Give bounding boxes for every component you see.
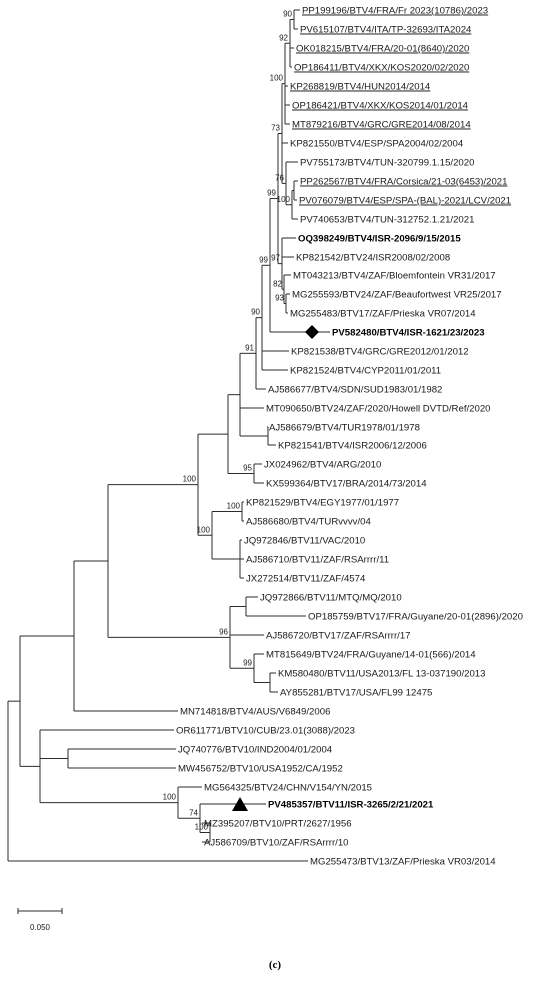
leaf-label: JQ740776/BTV10/IND2004/01/2004 — [178, 745, 333, 756]
bootstrap-value: 99 — [259, 255, 268, 264]
bootstrap-value: 91 — [245, 343, 254, 352]
leaf-label: KP821542/BTV24/ISR2008/02/2008 — [296, 253, 450, 264]
bootstrap-value: 90 — [251, 308, 260, 317]
bootstrap-value: 100 — [163, 793, 177, 802]
leaf-label: PV615107/BTV4/ITA/TP-32693/ITA2024 — [300, 25, 472, 36]
bootstrap-value: 90 — [283, 10, 292, 19]
leaf-label: PP199196/BTV4/FRA/Fr 2023(10786)/2023 — [302, 6, 488, 17]
leaf-label: MN714818/BTV4/AUS/V6849/2006 — [180, 707, 330, 718]
leaf-label: MT090650/BTV24/ZAF/2020/Howell DVTD/Ref/… — [266, 404, 491, 415]
leaf-label: AY855281/BTV17/USA/FL99 12475 — [280, 688, 432, 699]
leaf-label: JQ972866/BTV11/MTQ/MQ/2010 — [260, 593, 402, 604]
bootstrap-value: 76 — [275, 173, 284, 182]
leaf-label: AJ586680/BTV4/TURvvvv/04 — [246, 517, 371, 528]
leaf-label: PV076079/BTV4/ESP/SPA-(BAL)-2021/LCV/202… — [299, 196, 511, 207]
leaf-label: AJ586720/BTV17/ZAF/RSArrrr/17 — [266, 631, 411, 642]
bootstrap-value: 73 — [271, 124, 280, 133]
bootstrap-value: 99 — [243, 658, 252, 667]
scale-bar: 0.050 — [17, 908, 63, 932]
leaf-label: KP821529/BTV4/EGY1977/01/1977 — [246, 498, 399, 509]
bootstrap-value: 100 — [183, 475, 197, 484]
panel-label: (c) — [269, 959, 282, 971]
leaf-label: JX024962/BTV4/ARG/2010 — [264, 460, 381, 471]
bootstrap-value: 100 — [277, 195, 291, 204]
leaf-label: MZ395207/BTV10/PRT/2627/1956 — [204, 819, 352, 830]
bootstrap-value: 95 — [243, 464, 252, 473]
leaf-label: OP185759/BTV17/FRA/Guyane/20-01(2896)/20… — [308, 612, 523, 623]
leaf-labels: PP199196/BTV4/FRA/Fr 2023(10786)/2023PV6… — [176, 6, 523, 868]
bootstrap-value: 93 — [275, 294, 284, 303]
leaf-label: KP821541/BTV4/ISR2006/12/2006 — [278, 441, 427, 452]
leaf-label: MG255483/BTV17/ZAF/Prieska VR07/2014 — [290, 309, 476, 320]
bootstrap-value: 100 — [197, 525, 211, 534]
tree-branches — [7, 9, 330, 862]
leaf-label: JX272514/BTV11/ZAF/4574 — [246, 574, 366, 585]
leaf-label: OR611771/BTV10/CUB/23.01(3088)/2023 — [176, 726, 355, 737]
leaf-label: PV485357/BTV11/ISR-3265/2/21/2021 — [268, 800, 434, 811]
leaf-label: KP268819/BTV4/HUN2014/2014 — [290, 82, 431, 93]
leaf-label: PP262567/BTV4/FRA/Corsica/21-03(6453)/20… — [300, 177, 507, 188]
bootstrap-value: 96 — [219, 627, 228, 636]
leaf-label: MT815649/BTV24/FRA/Guyane/14-01(566)/201… — [266, 650, 476, 661]
diamond-marker-icon — [305, 325, 319, 339]
leaf-label: OP186421/BTV4/XKX/KOS2014/01/2014 — [292, 101, 469, 112]
bootstrap-value: 100 — [195, 823, 209, 832]
leaf-label: AJ586709/BTV10/ZAF/RSArrrr/10 — [204, 838, 349, 849]
leaf-label: KP821524/BTV4/CYP2011/01/2011 — [290, 366, 441, 377]
leaf-label: AJ586679/BTV4/TUR1978/01/1978 — [269, 423, 420, 434]
leaf-label: OP186411/BTV4/XKX/KOS2020/02/2020 — [294, 63, 469, 74]
bootstrap-value: 74 — [189, 808, 198, 817]
triangle-marker-icon — [232, 797, 248, 811]
leaf-label: MG564325/BTV24/CHN/V154/YN/2015 — [204, 783, 372, 794]
bootstrap-value: 100 — [227, 502, 241, 511]
leaf-label: JQ972846/BTV11/VAC/2010 — [244, 536, 365, 547]
leaf-label: OQ398249/BTV4/ISR-2096/9/15/2015 — [298, 234, 461, 245]
bootstrap-value: 92 — [279, 33, 288, 42]
leaf-label: KP821538/BTV4/GRC/GRE2012/01/2012 — [291, 347, 469, 358]
leaf-label: MW456752/BTV10/USA1952/CA/1952 — [178, 764, 343, 775]
scale-bar-label: 0.050 — [30, 923, 51, 932]
bootstrap-value: 82 — [273, 279, 282, 288]
highlight-markers — [232, 325, 319, 811]
leaf-label: MG255473/BTV13/ZAF/Prieska VR03/2014 — [310, 857, 496, 868]
leaf-label: KM580480/BTV11/USA2013/FL 13-037190/2013 — [278, 669, 485, 680]
leaf-label: PV582480/BTV4/ISR-1621/23/2023 — [332, 328, 485, 339]
leaf-label: KX599364/BTV17/BRA/2014/73/2014 — [266, 479, 427, 490]
leaf-label: KP821550/BTV4/ESP/SPA2004/02/2004 — [290, 139, 464, 150]
leaf-label: MG255593/BTV24/ZAF/Beaufortwest VR25/201… — [292, 290, 502, 301]
bootstrap-value: 97 — [271, 254, 280, 263]
leaf-label: MT879216/BTV4/GRC/GRE2014/08/2014 — [292, 120, 471, 131]
leaf-label: OK018215/BTV4/FRA/20-01(8640)/2020 — [296, 44, 469, 55]
leaf-label: MT043213/BTV4/ZAF/Bloemfontein VR31/2017 — [293, 271, 496, 282]
leaf-label: AJ586677/BTV4/SDN/SUD1983/01/1982 — [268, 385, 442, 396]
leaf-label: AJ586710/BTV11/ZAF/RSArrrr/11 — [246, 555, 389, 566]
bootstrap-value: 100 — [270, 74, 284, 83]
leaf-label: PV755173/BTV4/TUN-320799.1.15/2020 — [300, 158, 474, 169]
leaf-label: PV740653/BTV4/TUN-312752.1.21/2021 — [300, 215, 474, 226]
bootstrap-value: 99 — [267, 189, 276, 198]
bootstrap-values: 9092100100767393829799999091951001001009… — [163, 10, 293, 832]
